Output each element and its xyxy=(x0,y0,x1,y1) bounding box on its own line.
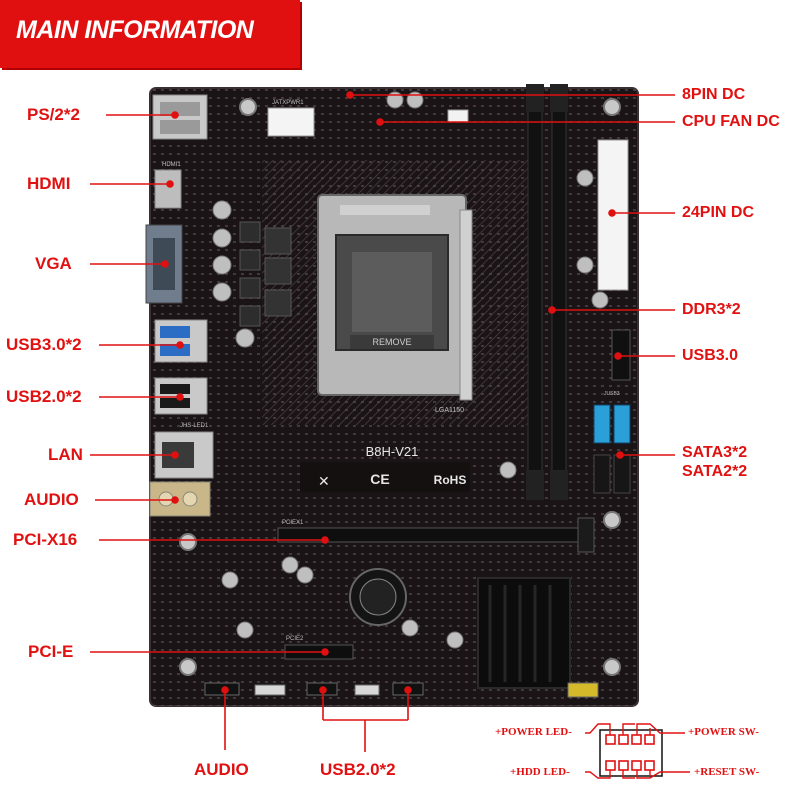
cpu-fan-header xyxy=(447,109,469,123)
ddr3-slot-2 xyxy=(551,87,567,499)
label-lan: LAN xyxy=(48,445,83,464)
mounting-hole xyxy=(239,98,257,116)
label-hdmi: HDMI xyxy=(27,174,71,193)
mounting-hole xyxy=(603,98,621,116)
label-ddr3: DDR3*2 xyxy=(682,301,741,318)
mounting-hole xyxy=(179,658,197,676)
label-ps2: PS/2*2 xyxy=(27,105,80,124)
jatx-marking: JATXPWR1 xyxy=(272,100,304,106)
ce-marking: CE xyxy=(370,471,389,487)
front-panel-diagram xyxy=(585,723,690,779)
label-audio: AUDIO xyxy=(24,490,79,509)
remove-marking: REMOVE xyxy=(372,337,411,347)
label-24pin-dc: 24PIN DC xyxy=(682,204,755,221)
board-model-marking: B8H-V21 xyxy=(366,444,419,459)
sata3-port-2 xyxy=(613,404,631,444)
lan-led-marking: JHS-LED1 xyxy=(180,423,209,429)
front-panel-header xyxy=(567,682,599,698)
sata2-port-1 xyxy=(593,454,611,494)
weee-bin-icon: ✕ xyxy=(318,473,330,489)
label-usb30x2: USB3.0*2 xyxy=(6,335,82,354)
mounting-hole xyxy=(603,658,621,676)
socket-marking: LGA1150 xyxy=(435,407,464,414)
label-pcie: PCI-E xyxy=(28,642,74,661)
label-sata2: SATA2*2 xyxy=(682,463,748,480)
label-usb20-bottom: USB2.0*2 xyxy=(320,760,396,779)
label-sata3: SATA3*2 xyxy=(682,444,748,461)
rohs-marking: RoHS xyxy=(434,473,467,487)
main-information-banner: MAIN INFORMATION xyxy=(0,0,300,68)
hdmi-port xyxy=(154,169,182,209)
atx-8pin-connector xyxy=(267,107,315,137)
hdmi-marking: HDMI1 xyxy=(162,162,181,168)
mounting-hole xyxy=(603,511,621,529)
pciex1-marking: PCIEX1 xyxy=(282,520,304,526)
sata2-port-2 xyxy=(613,454,631,494)
jusb3-marking: JUSB3 xyxy=(604,391,620,397)
silkscreen-logo-area xyxy=(300,462,470,492)
ddr3-slot-1 xyxy=(527,87,543,499)
label-power-led: +POWER LED- xyxy=(495,726,572,738)
chipset-heatsink xyxy=(477,577,571,689)
label-usb20x2: USB2.0*2 xyxy=(6,387,82,406)
label-vga: VGA xyxy=(35,254,72,273)
label-hdd-led: +HDD LED- xyxy=(510,766,570,778)
mounting-hole xyxy=(179,533,197,551)
label-usb30: USB3.0 xyxy=(682,347,739,364)
label-cpu-fan-dc: CPU FAN DC xyxy=(682,113,780,130)
label-pcix16: PCI-X16 xyxy=(13,530,78,549)
pciex2-marking: PCIE2 xyxy=(286,636,304,642)
banner-title: MAIN INFORMATION xyxy=(16,16,254,44)
label-power-sw: +POWER SW- xyxy=(688,726,759,738)
label-audio-bottom: AUDIO xyxy=(194,760,249,779)
label-reset-sw: +RESET SW- xyxy=(694,766,760,778)
sata3-port-1 xyxy=(593,404,611,444)
label-8pin-dc: 8PIN DC xyxy=(682,86,746,103)
